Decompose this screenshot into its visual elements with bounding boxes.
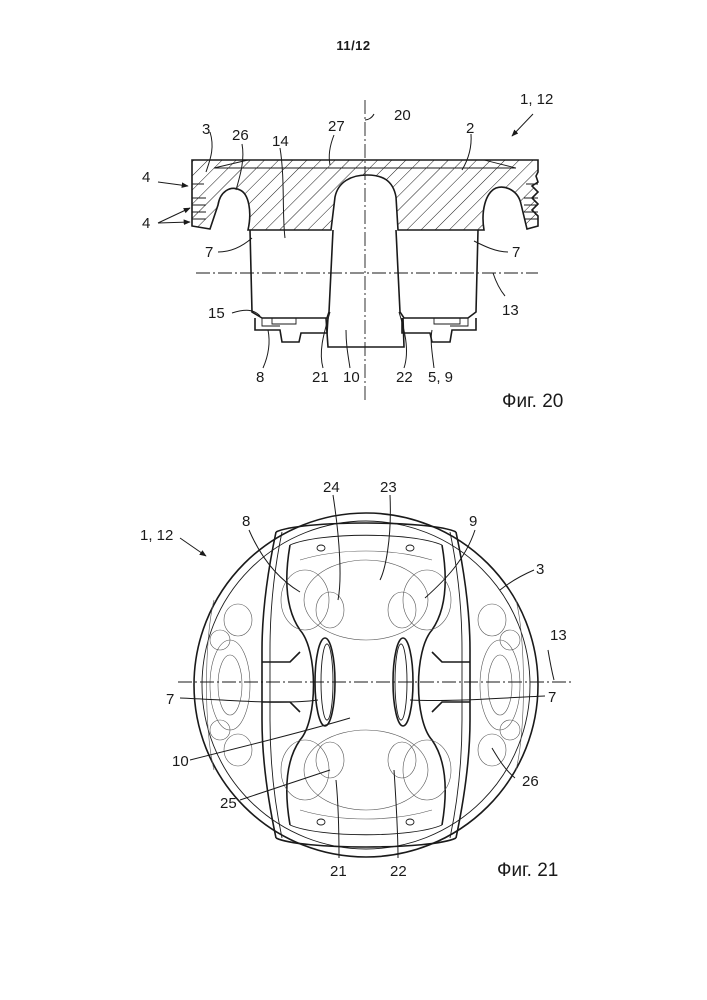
fig20-label-15: 15: [208, 305, 225, 322]
fig21-label-22: 22: [390, 863, 407, 880]
fig20-label-10: 10: [343, 369, 360, 386]
skirt-wall-left-inner: [270, 532, 282, 838]
fig20-label-13: 13: [502, 302, 519, 319]
fig21-label-23: 23: [380, 479, 397, 496]
bottom-plate-right-detail: [434, 318, 468, 326]
fig20-label-8: 8: [256, 369, 264, 386]
fig20-caption: Фиг. 20: [502, 391, 563, 412]
figure-21: 1, 12 8 24 23 9 3 13 7 7 10 26 25 21 22 …: [140, 479, 572, 881]
fig20-label-5-9: 5, 9: [428, 369, 453, 386]
bottom-plate-left-detail: [262, 318, 296, 326]
skirt-wall-right: [456, 532, 470, 838]
piston-inner-circle: [202, 521, 530, 849]
piston-skirt-right: [396, 230, 478, 318]
fig21-label-8: 8: [242, 513, 250, 530]
skirt-wall-right-inner: [450, 532, 462, 838]
fig20-label-26: 26: [232, 127, 249, 144]
figure-20: 1, 12 3 26 14 27 20 2 4 4 7 7 13 15 8 21…: [142, 91, 563, 412]
fig21-label-21: 21: [330, 863, 347, 880]
fig20-label-22: 22: [396, 369, 413, 386]
fig21-label-10: 10: [172, 753, 189, 770]
fig21-label-7-right: 7: [548, 689, 556, 706]
fig20-label-1-12: 1, 12: [520, 91, 553, 108]
fig20-label-7-left: 7: [205, 244, 213, 261]
piston-skirt-left: [250, 230, 333, 318]
ref-4-arrow-low: [158, 222, 190, 223]
ref-4-arrow-mid: [158, 208, 190, 223]
fig20-label-3: 3: [202, 121, 210, 138]
ref-1-12-arrow-fig20: [512, 114, 533, 136]
fig21-caption: Фиг. 21: [497, 860, 558, 881]
fig21-label-24: 24: [323, 479, 340, 496]
fig21-label-26: 26: [522, 773, 539, 790]
inner-body-bottom: [290, 825, 442, 835]
bottom-plate-left: [255, 318, 328, 342]
fig21-label-1-12: 1, 12: [140, 527, 173, 544]
fig20-label-2: 2: [466, 120, 474, 137]
inner-body-right: [419, 545, 446, 825]
piston-outline-circle: [194, 513, 538, 857]
fig21-label-9: 9: [469, 513, 477, 530]
bottom-plate-right: [402, 318, 476, 342]
fig20-label-4-top: 4: [142, 169, 150, 186]
fig21-label-13: 13: [550, 627, 567, 644]
fig20-label-21: 21: [312, 369, 329, 386]
fig20-label-20: 20: [394, 107, 411, 124]
fig20-label-7-right: 7: [512, 244, 520, 261]
fig21-label-3: 3: [536, 561, 544, 578]
vent-holes: [317, 545, 414, 825]
fig20-label-4-bottom: 4: [142, 215, 150, 232]
inner-contours: [281, 551, 451, 819]
ref-4-arrow-top: [158, 182, 188, 186]
fig20-label-14: 14: [272, 133, 289, 150]
inner-body-top: [290, 535, 442, 545]
fig21-label-25: 25: [220, 795, 237, 812]
ref-1-12-arrow-fig21: [180, 538, 206, 556]
fig21-label-7-left: 7: [166, 691, 174, 708]
fig20-label-27: 27: [328, 118, 345, 135]
side-cavities-right: [478, 600, 524, 770]
